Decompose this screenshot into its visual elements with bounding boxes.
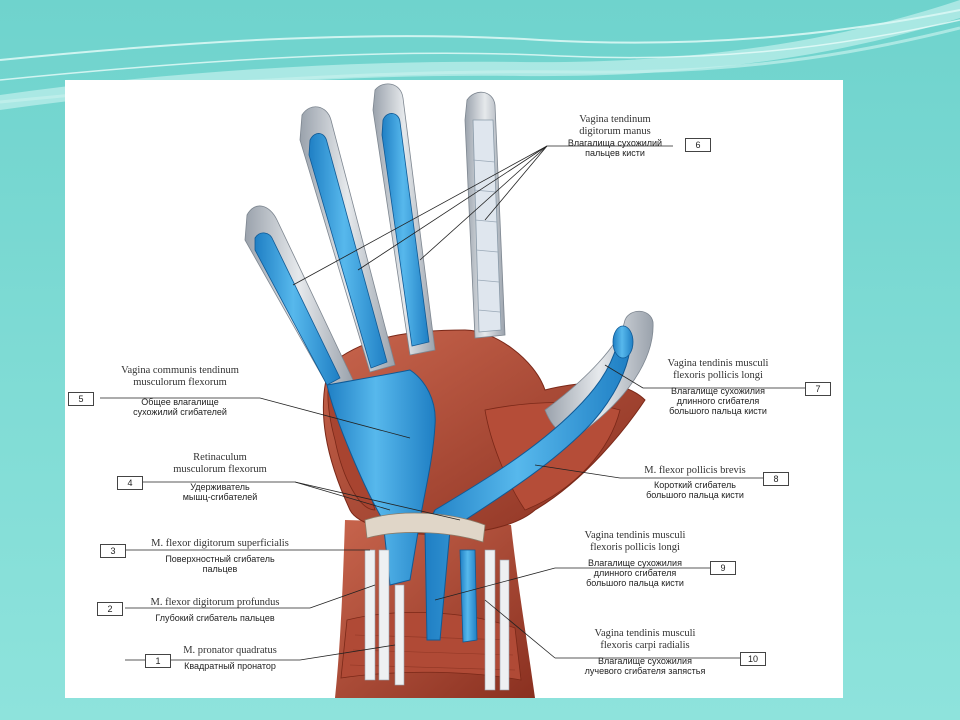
label-8-russian-1: Короткий сгибатель [654, 480, 736, 490]
label-3-russian-2: пальцев [202, 564, 238, 574]
wave-decoration [0, 19, 960, 81]
leader-lines [100, 145, 810, 661]
thumb-sheath-end [612, 325, 634, 359]
label-group-9: Vagina tendinis musculi flexoris pollici… [555, 530, 715, 588]
label-6-latin-1: Vagina tendinum [579, 114, 651, 125]
illustration-panel: Vagina tendinum digitorum manus Влагалищ… [65, 80, 843, 698]
label-4-latin-2: musculorum flexorum [173, 464, 267, 475]
label-5-latin-1: Vagina communis tendinum [121, 365, 239, 376]
label-group-10: Vagina tendinis musculi flexoris carpi r… [555, 628, 735, 676]
digital-sheath-index [472, 119, 502, 333]
label-3-russian-1: Поверхностный сгибатель [165, 554, 275, 564]
digital-sheath-middle [381, 113, 430, 347]
digital-sheath-ring [308, 133, 388, 369]
label-9-russian-1: Влагалище сухожилия [588, 558, 682, 568]
label-6-number: 6 [685, 138, 711, 152]
label-2-russian-1: Глубокий сгибатель пальцев [155, 613, 275, 623]
label-5-russian-2: сухожилий сгибателей [133, 407, 227, 417]
label-group-6: Vagina tendinum digitorum manus Влагалищ… [545, 114, 685, 158]
label-6-latin-2: digitorum manus [579, 126, 651, 137]
thumb [544, 310, 654, 436]
label-1-number: 1 [145, 654, 171, 668]
label-10-latin-1: Vagina tendinis musculi [594, 628, 696, 639]
label-3-number: 3 [100, 544, 126, 558]
label-7-russian-3: большого пальца кисти [669, 406, 767, 416]
label-10-latin-2: flexoris carpi radialis [600, 640, 690, 651]
label-4-number: 4 [117, 476, 143, 490]
label-9-russian-2: длинного сгибателя [593, 568, 677, 578]
flexor-retinaculum [364, 512, 486, 543]
label-8-russian-2: большого пальца кисти [646, 490, 744, 500]
forearm-tendons [364, 549, 510, 691]
label-5-russian-1: Общее влагалище [141, 397, 219, 407]
label-9-latin-1: Vagina tendinis musculi [584, 530, 686, 541]
label-group-4: Retinaculum musculorum flexorum Удержива… [140, 452, 300, 502]
label-1-russian-1: Квадратный пронатор [184, 661, 276, 671]
label-8-latin-1: M. flexor pollicis brevis [644, 465, 746, 476]
label-9-latin-2: flexoris pollicis longi [590, 542, 680, 553]
hand-anatomy-illustration [100, 83, 810, 698]
flexor-carpi-radialis-sheath [459, 549, 478, 643]
label-4-russian-2: мышц-сгибателей [182, 492, 258, 502]
label-10-russian-1: Влагалище сухожилия [598, 656, 692, 666]
index-annular-ligaments [472, 159, 501, 313]
label-2-latin-1: M. flexor digitorum profundus [150, 597, 280, 608]
label-8-number: 8 [763, 472, 789, 486]
label-5-latin-2: musculorum flexorum [133, 377, 227, 388]
label-2-number: 2 [97, 602, 123, 616]
label-7-latin-1: Vagina tendinis musculi [667, 358, 769, 369]
label-4-latin-1: Retinaculum [193, 452, 247, 463]
label-10-russian-2: лучевого сгибателя запястья [584, 666, 706, 676]
label-7-russian-2: длинного сгибателя [676, 396, 760, 406]
label-9-number: 9 [710, 561, 736, 575]
label-3-latin-1: M. flexor digitorum superficialis [151, 538, 289, 549]
label-5-number: 5 [68, 392, 94, 406]
label-group-1: M. pronator quadratus Квадратный пронато… [155, 645, 305, 671]
label-group-2: M. flexor digitorum profundus Глубокий с… [120, 597, 310, 623]
label-7-number: 7 [805, 382, 831, 396]
label-group-7: Vagina tendinis musculi flexoris pollici… [643, 358, 793, 416]
label-1-latin-1: M. pronator quadratus [183, 645, 277, 656]
label-6-russian-2: пальцев кисти [585, 148, 645, 158]
label-group-5: Vagina communis tendinum musculorum flex… [95, 365, 265, 417]
label-4-russian-1: Удерживатель [190, 482, 250, 492]
label-group-3: M. flexor digitorum superficialis Поверх… [120, 538, 320, 574]
label-6-russian-1: Влагалища сухожилий [567, 138, 663, 148]
label-7-latin-2: flexoris pollicis longi [673, 370, 763, 381]
label-group-8: M. flexor pollicis brevis Короткий сгиба… [620, 465, 770, 500]
label-9-russian-3: большого пальца кисти [586, 578, 684, 588]
digital-sheath-little [254, 232, 341, 386]
wave-decoration [0, 9, 960, 61]
label-7-russian-1: Влагалище сухожилия [671, 386, 765, 396]
label-10-number: 10 [740, 652, 766, 666]
